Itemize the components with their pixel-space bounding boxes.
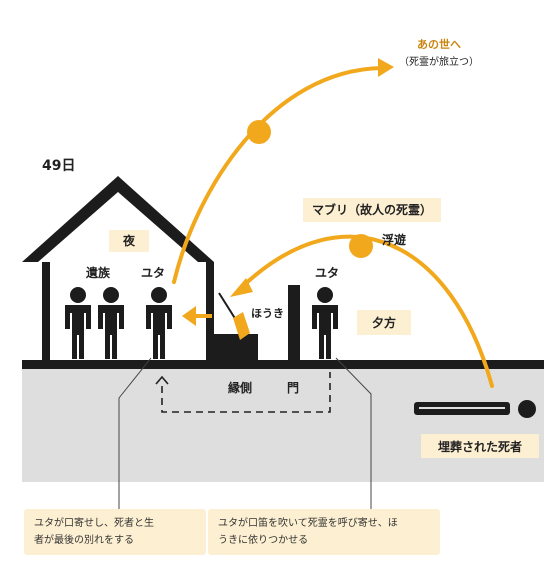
yuta-figure-right <box>312 287 338 359</box>
arc-to-afterworld <box>172 66 384 284</box>
gate-label: 門 <box>287 381 299 395</box>
day-label: 49日 <box>42 158 75 174</box>
gate-post <box>288 285 300 362</box>
arc-spirit-path <box>241 234 494 388</box>
yuta-left-label: ユタ <box>141 266 165 280</box>
arrowhead-icon <box>378 58 394 77</box>
mabuiri-label: マブリ（故人の死霊） <box>312 202 432 217</box>
broom-label: ほうき <box>251 307 284 320</box>
ground-line <box>22 360 544 369</box>
house-wall-right <box>206 262 214 362</box>
evening-label: 夕方 <box>372 315 396 330</box>
house-wall-left <box>42 262 50 362</box>
afterworld-title: あの世へ <box>417 37 461 51</box>
deceased-label: 埋葬された死者 <box>438 439 522 454</box>
afterworld-subtitle: （死霊が旅立つ） <box>399 55 479 68</box>
floating-label: 浮遊 <box>382 232 406 247</box>
night-label: 夜 <box>122 233 136 248</box>
callout-line-right <box>335 357 372 510</box>
tag-deceased <box>421 434 539 458</box>
note-left-line: ユタが口寄せし、死者と生 <box>34 518 154 529</box>
broom-icon <box>218 292 250 340</box>
note-left-line: 者が最後の別れをする <box>34 535 134 546</box>
tag-mabuiri <box>303 198 441 222</box>
tag-night <box>109 230 149 252</box>
arrowhead-icon <box>230 278 253 297</box>
callout-line-left <box>118 357 152 510</box>
note-right-line: うきに依りつかせる <box>218 535 309 546</box>
ground <box>22 368 544 482</box>
yuta-figure-left <box>146 287 172 359</box>
family-figure <box>65 287 91 359</box>
note-left: ユタが口寄せし、死者と生 者が最後の別れをする <box>24 509 206 555</box>
spirit-dot-upper <box>247 120 271 144</box>
arrowhead-icon <box>182 306 196 326</box>
note-right: ユタが口笛を吹いて死霊を呼び寄せ、ほ うきに依りつかせる <box>208 509 440 555</box>
tag-evening <box>357 310 411 335</box>
house-roof <box>22 176 214 262</box>
buried-deceased-figure <box>414 400 536 418</box>
spirit-dot-lower <box>349 234 373 258</box>
dashed-path <box>161 372 331 413</box>
up-arrow-icon <box>155 375 169 385</box>
family-label: 遺族 <box>85 265 111 280</box>
veranda-block <box>214 334 258 362</box>
note-right-line: ユタが口笛を吹いて死霊を呼び寄せ、ほ <box>218 518 398 529</box>
yuta-right-label: ユタ <box>315 266 339 280</box>
veranda-label: 縁側 <box>228 380 252 395</box>
family-figure <box>98 287 124 359</box>
